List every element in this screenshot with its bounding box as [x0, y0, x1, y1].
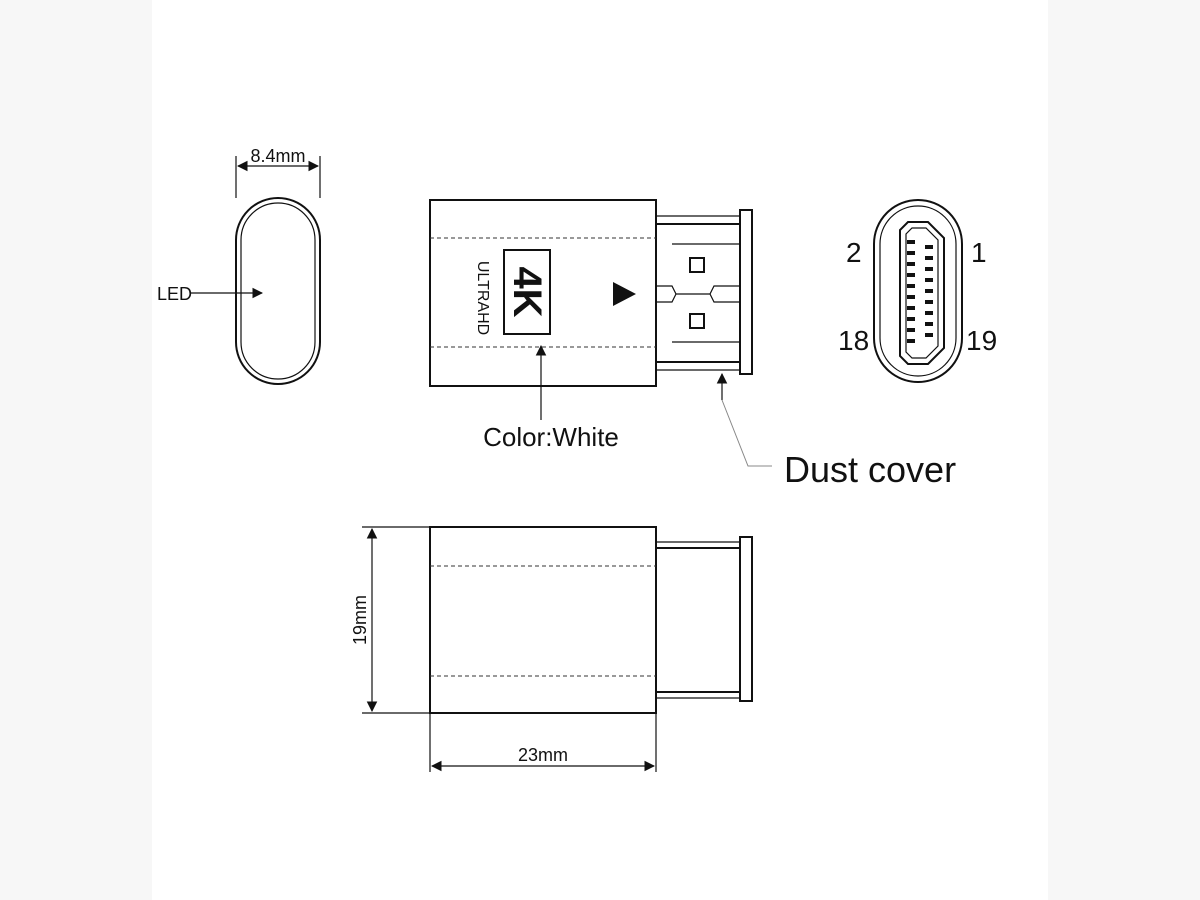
left-margin — [0, 0, 152, 900]
hdmi-pin-contact — [925, 289, 933, 293]
dust-cover-label: Dust cover — [784, 449, 956, 490]
side-width-label: 8.4mm — [250, 146, 305, 166]
brand-box — [503, 249, 551, 335]
hdmi-pin-contact — [907, 273, 915, 277]
hdmi-port-inner — [905, 227, 939, 359]
led-label: LED — [157, 284, 192, 304]
right-margin — [1048, 0, 1200, 900]
color-label: Color:White — [483, 422, 619, 452]
hdmi-pin-contact — [907, 317, 915, 321]
hdmi-pin-contact — [907, 295, 915, 299]
plug-latch-upper — [689, 257, 705, 273]
front-view-body — [429, 526, 657, 714]
end-view: 2 1 18 19 — [838, 199, 997, 383]
hdmi-pin-contact — [925, 333, 933, 337]
hdmi-pin-contact — [925, 278, 933, 282]
side-view-inner — [240, 202, 316, 380]
hdmi-pin-contact — [907, 284, 915, 288]
hdmi-pin-contact — [925, 300, 933, 304]
hdmi-pin-contact — [925, 322, 933, 326]
hdmi-pin-contact — [925, 245, 933, 249]
height-label: 19mm — [350, 595, 370, 645]
hdmi-pin-contact — [907, 251, 915, 255]
plug-latch-lower — [689, 313, 705, 329]
pin-label-18: 18 — [838, 325, 869, 356]
hdmi-pin-contact — [907, 328, 915, 332]
hdmi-pin-contact — [907, 240, 915, 244]
brand-subtitle: ULTRAHD — [474, 261, 491, 335]
hdmi-pin-contact — [925, 311, 933, 315]
front-dust-cover-flange — [739, 536, 753, 702]
pin-label-2: 2 — [846, 237, 862, 268]
orientation-triangle — [613, 282, 636, 306]
hdmi-pin-contact — [925, 267, 933, 271]
end-view-inner — [879, 205, 957, 377]
length-label: 23mm — [518, 745, 568, 765]
dust-cover-leader — [721, 399, 772, 467]
top-view: 4K ULTRAHD Color:White Dust cover — [429, 199, 956, 490]
plug-key-notch — [656, 285, 740, 303]
hdmi-pin-contact — [907, 262, 915, 266]
top-view-body — [429, 199, 657, 387]
hdmi-pin-contact — [907, 339, 915, 343]
hdmi-pin-contact — [925, 256, 933, 260]
side-view-outer — [235, 197, 321, 385]
hdmi-pin-rows — [907, 240, 933, 343]
front-view: 19mm 23mm — [350, 526, 753, 772]
brand-resolution: 4K — [505, 266, 549, 317]
side-view: 8.4mm LED — [157, 146, 321, 385]
pin-label-19: 19 — [966, 325, 997, 356]
dust-cover-flange — [739, 209, 753, 375]
pin-label-1: 1 — [971, 237, 987, 268]
end-view-outer — [873, 199, 963, 383]
hdmi-pin-contact — [907, 306, 915, 310]
hdmi-port-outline — [899, 221, 945, 365]
